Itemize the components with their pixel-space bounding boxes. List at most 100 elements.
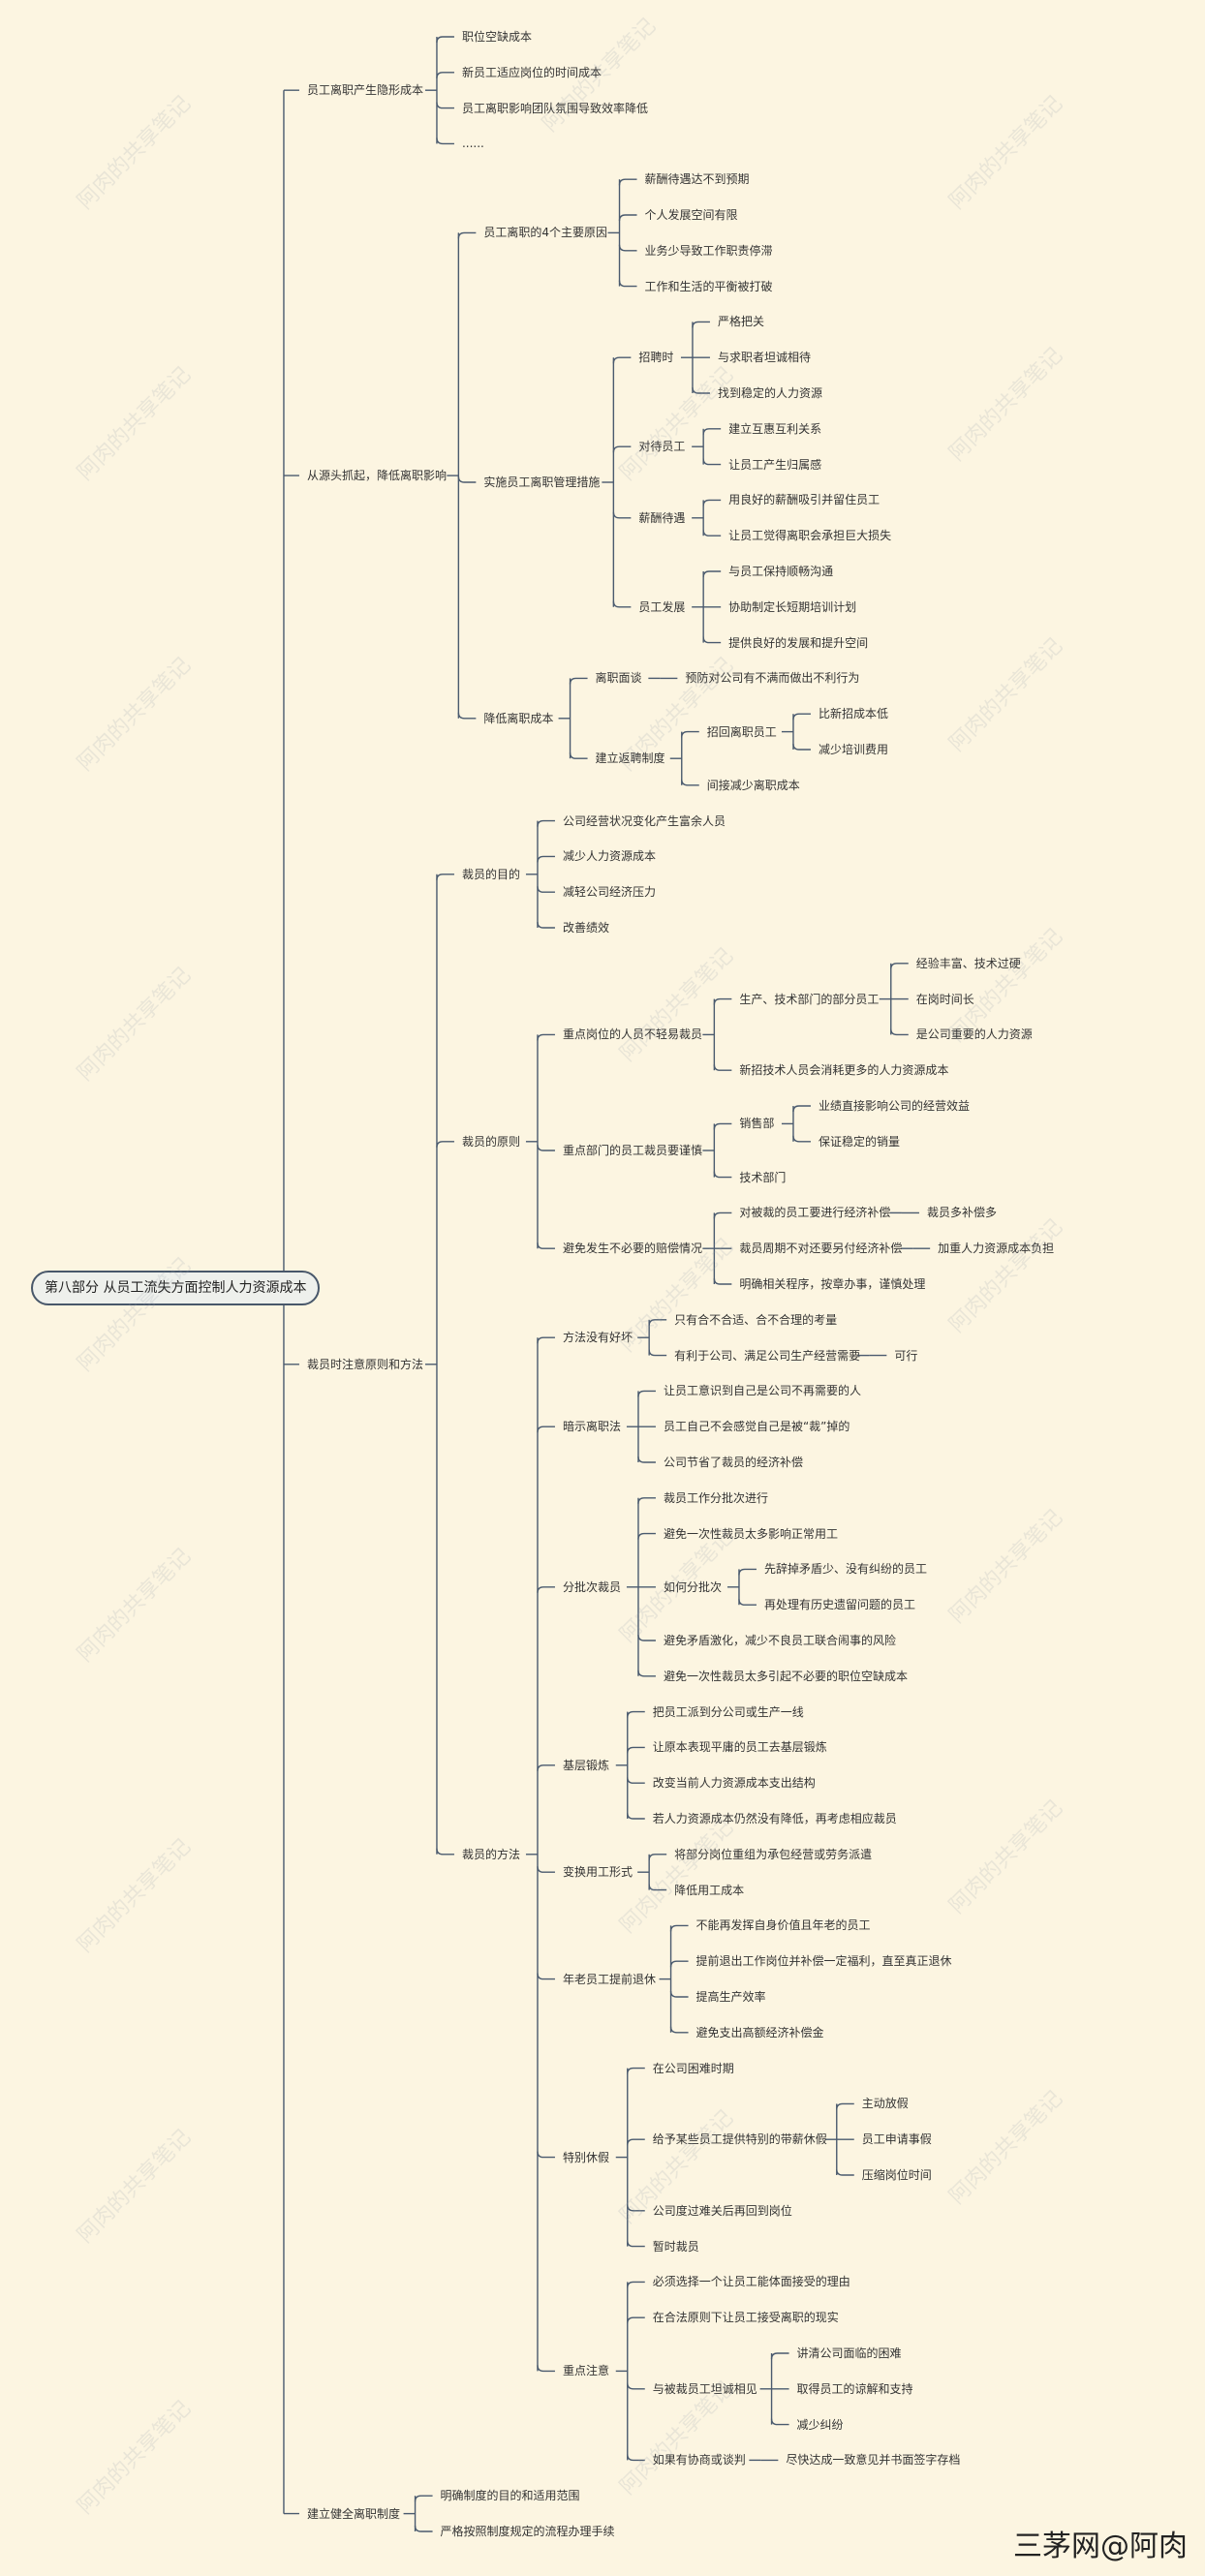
mindmap-node[interactable]: 从源头抓起，降低离职影响 xyxy=(306,469,447,483)
mindmap-node[interactable]: 保证稳定的销量 xyxy=(818,1134,900,1149)
mindmap-node[interactable]: 员工离职的4个主要原因 xyxy=(483,226,607,240)
mindmap-node[interactable]: 裁员多补偿多 xyxy=(926,1206,997,1220)
mindmap-node[interactable]: 新招技术人员会消耗更多的人力资源成本 xyxy=(739,1063,949,1078)
mindmap-node[interactable]: 建立返聘制度 xyxy=(595,751,665,766)
mindmap-node[interactable]: 基层锻炼 xyxy=(562,1758,609,1772)
mindmap-node[interactable]: 销售部 xyxy=(739,1117,775,1131)
mindmap-node[interactable]: 重点注意 xyxy=(562,2364,609,2378)
mindmap-node[interactable]: 重点岗位的人员不轻易裁员 xyxy=(562,1027,702,1042)
mindmap-node[interactable]: 如果有协商或谈判 xyxy=(652,2453,746,2468)
mindmap-node[interactable]: 减少纠纷 xyxy=(796,2417,844,2432)
mindmap-node[interactable]: 在公司困难时期 xyxy=(652,2061,734,2075)
mindmap-node[interactable]: 方法没有好坏 xyxy=(562,1331,633,1345)
mindmap-node[interactable]: 若人力资源成本仍然没有降低，再考虑相应裁员 xyxy=(652,1812,897,1825)
mindmap-node[interactable]: 尽快达成一致意见并书面签字存档 xyxy=(786,2453,961,2468)
mindmap-node[interactable]: 薪酬待遇达不到预期 xyxy=(644,172,750,187)
mindmap-node[interactable]: 员工离职影响团队氛围导致效率降低 xyxy=(461,101,648,115)
mindmap-node[interactable]: 减轻公司经济压力 xyxy=(562,885,656,900)
mindmap-node[interactable]: 裁员工作分批次进行 xyxy=(663,1490,768,1505)
mindmap-node[interactable]: 业务少导致工作职责停滞 xyxy=(644,243,773,258)
mindmap-node[interactable]: 暗示离职法 xyxy=(562,1420,621,1434)
mindmap-node[interactable]: 提供良好的发展和提升空间 xyxy=(728,635,869,650)
mindmap-node[interactable]: 职位空缺成本 xyxy=(461,30,532,44)
mindmap-node[interactable]: 与被裁员工坦诚相见 xyxy=(652,2381,757,2396)
mindmap-node[interactable]: 把员工派到分公司或生产一线 xyxy=(652,1704,804,1719)
mindmap-node[interactable]: 有利于公司、满足公司生产经营需要 xyxy=(674,1348,861,1363)
mindmap-node[interactable]: 避免一次性裁员太多引起不必要的职位空缺成本 xyxy=(663,1669,908,1683)
mindmap-node[interactable]: 裁员的目的 xyxy=(461,867,520,881)
mindmap-node[interactable]: 年老员工提前退休 xyxy=(562,1972,656,1986)
mindmap-node[interactable]: 改善绩效 xyxy=(562,921,609,935)
mindmap-node[interactable]: 如何分批次 xyxy=(663,1579,722,1594)
mindmap-node[interactable]: 生产、技术部门的部分员工 xyxy=(739,992,880,1006)
mindmap-node[interactable]: 公司经营状况变化产生富余人员 xyxy=(562,813,726,828)
mindmap-node[interactable]: 用良好的薪酬吸引并留住员工 xyxy=(728,493,881,507)
mindmap-node[interactable]: 避免矛盾激化，减少不良员工联合闹事的风险 xyxy=(663,1634,896,1647)
mindmap-node[interactable]: 暂时裁员 xyxy=(652,2239,699,2254)
mindmap-node[interactable]: 降低用工成本 xyxy=(674,1883,745,1897)
mindmap-node[interactable]: 裁员的原则 xyxy=(461,1134,520,1149)
mindmap-node[interactable]: 是公司重要的人力资源 xyxy=(915,1027,1033,1042)
mindmap-node[interactable]: 再处理有历史遗留问题的员工 xyxy=(763,1598,915,1612)
mindmap-node[interactable]: 裁员时注意原则和方法 xyxy=(306,1357,423,1371)
mindmap-node[interactable]: 主动放假 xyxy=(861,2097,909,2111)
mindmap-node[interactable]: 招聘时 xyxy=(638,351,674,365)
root-node[interactable]: 第八部分 从员工流失方面控制人力资源成本 xyxy=(31,1271,321,1305)
mindmap-node[interactable]: 压缩岗位时间 xyxy=(861,2168,932,2182)
mindmap-node[interactable]: 协助制定长短期培训计划 xyxy=(728,599,857,614)
mindmap-node[interactable]: 公司节省了裁员的经济补偿 xyxy=(663,1456,803,1469)
mindmap-node[interactable]: ...... xyxy=(461,137,484,151)
mindmap-node[interactable]: 个人发展空间有限 xyxy=(644,208,738,222)
mindmap-node[interactable]: 对被裁的员工要进行经济补偿 xyxy=(739,1206,891,1220)
mindmap-node[interactable]: 先辞掉矛盾少、没有纠纷的员工 xyxy=(763,1562,927,1577)
mindmap-node[interactable]: 对待员工 xyxy=(638,440,686,454)
mindmap-node[interactable]: 裁员的方法 xyxy=(461,1847,520,1861)
mindmap-node[interactable]: 提高生产效率 xyxy=(695,1990,766,2004)
mindmap-node[interactable]: 间接减少离职成本 xyxy=(706,778,800,792)
mindmap-node[interactable]: 业绩直接影响公司的经营效益 xyxy=(818,1099,970,1113)
mindmap-node[interactable]: 严格把关 xyxy=(717,315,764,329)
mindmap-node[interactable]: 重点部门的员工裁员要谨慎 xyxy=(562,1144,702,1157)
mindmap-node[interactable]: 在岗时间长 xyxy=(915,992,974,1006)
mindmap-node[interactable]: 与求职者坦诚相待 xyxy=(717,351,811,365)
mindmap-node[interactable]: 在合法原则下让员工接受离职的现实 xyxy=(652,2311,839,2325)
mindmap-node[interactable]: 分批次裁员 xyxy=(562,1579,621,1594)
mindmap-node[interactable]: 员工离职产生隐形成本 xyxy=(306,83,423,98)
mindmap-node[interactable]: 招回离职员工 xyxy=(706,724,777,739)
mindmap-node[interactable]: 避免一次性裁员太多影响正常用工 xyxy=(663,1526,838,1541)
mindmap-node[interactable]: 加重人力资源成本负担 xyxy=(938,1242,1055,1256)
mindmap-node[interactable]: 让原本表现平庸的员工去基层锻炼 xyxy=(652,1740,827,1755)
mindmap-node[interactable]: 避免支出高额经济补偿金 xyxy=(695,2025,824,2039)
mindmap-node[interactable]: 与员工保持顺畅沟通 xyxy=(728,565,834,578)
mindmap-node[interactable]: 避免发生不必要的赔偿情况 xyxy=(562,1242,702,1256)
mindmap-node[interactable]: 给予某些员工提供特别的带薪休假 xyxy=(652,2132,827,2147)
mindmap-node[interactable]: 将部分岗位重组为承包经营或劳务派遣 xyxy=(674,1847,873,1861)
mindmap-node[interactable]: 建立健全离职制度 xyxy=(306,2506,400,2521)
mindmap-node[interactable]: 技术部门 xyxy=(739,1170,787,1184)
mindmap-node[interactable]: 员工发展 xyxy=(638,599,686,614)
mindmap-node[interactable]: 可行 xyxy=(894,1348,918,1363)
mindmap-node[interactable]: 让员工意识到自己是公司不再需要的人 xyxy=(663,1384,861,1398)
mindmap-node[interactable]: 员工自己不会感觉自己是被“裁”掉的 xyxy=(663,1420,850,1434)
mindmap-node[interactable]: 新员工适应岗位的时间成本 xyxy=(461,65,602,79)
mindmap-node[interactable]: 变换用工形式 xyxy=(562,1865,633,1880)
mindmap-node[interactable]: 明确相关程序，按章办事，谨慎处理 xyxy=(739,1277,926,1291)
mindmap-node[interactable]: 让员工觉得离职会承担巨大损失 xyxy=(728,529,892,543)
mindmap-node[interactable]: 让员工产生归属感 xyxy=(728,457,822,472)
mindmap-node[interactable]: 取得员工的谅解和支持 xyxy=(796,2381,913,2396)
mindmap-node[interactable]: 公司度过难关后再回到岗位 xyxy=(652,2203,792,2218)
mindmap-node[interactable]: 必须选择一个让员工能体面接受的理由 xyxy=(652,2275,850,2289)
mindmap-node[interactable]: 提前退出工作岗位并补偿一定福利，直至真正退休 xyxy=(695,1954,952,1969)
mindmap-node[interactable]: 减少人力资源成本 xyxy=(562,849,656,864)
mindmap-node[interactable]: 建立互惠互利关系 xyxy=(728,421,822,436)
mindmap-node[interactable]: 明确制度的目的和适用范围 xyxy=(440,2489,580,2503)
mindmap-node[interactable]: 特别休假 xyxy=(562,2150,609,2164)
mindmap-node[interactable]: 经验丰富、技术过硬 xyxy=(915,956,1021,970)
mindmap-node[interactable]: 离职面谈 xyxy=(595,671,642,686)
mindmap-node[interactable]: 比新招成本低 xyxy=(818,707,888,721)
mindmap-node[interactable]: 预防对公司有不满而做出不利行为 xyxy=(685,671,860,686)
mindmap-node[interactable]: 只有合不合适、合不合理的考量 xyxy=(674,1312,838,1327)
mindmap-node[interactable]: 改变当前人力资源成本支出结构 xyxy=(652,1776,816,1791)
mindmap-node[interactable]: 工作和生活的平衡被打破 xyxy=(644,279,773,293)
mindmap-node[interactable]: 薪酬待遇 xyxy=(638,510,686,525)
